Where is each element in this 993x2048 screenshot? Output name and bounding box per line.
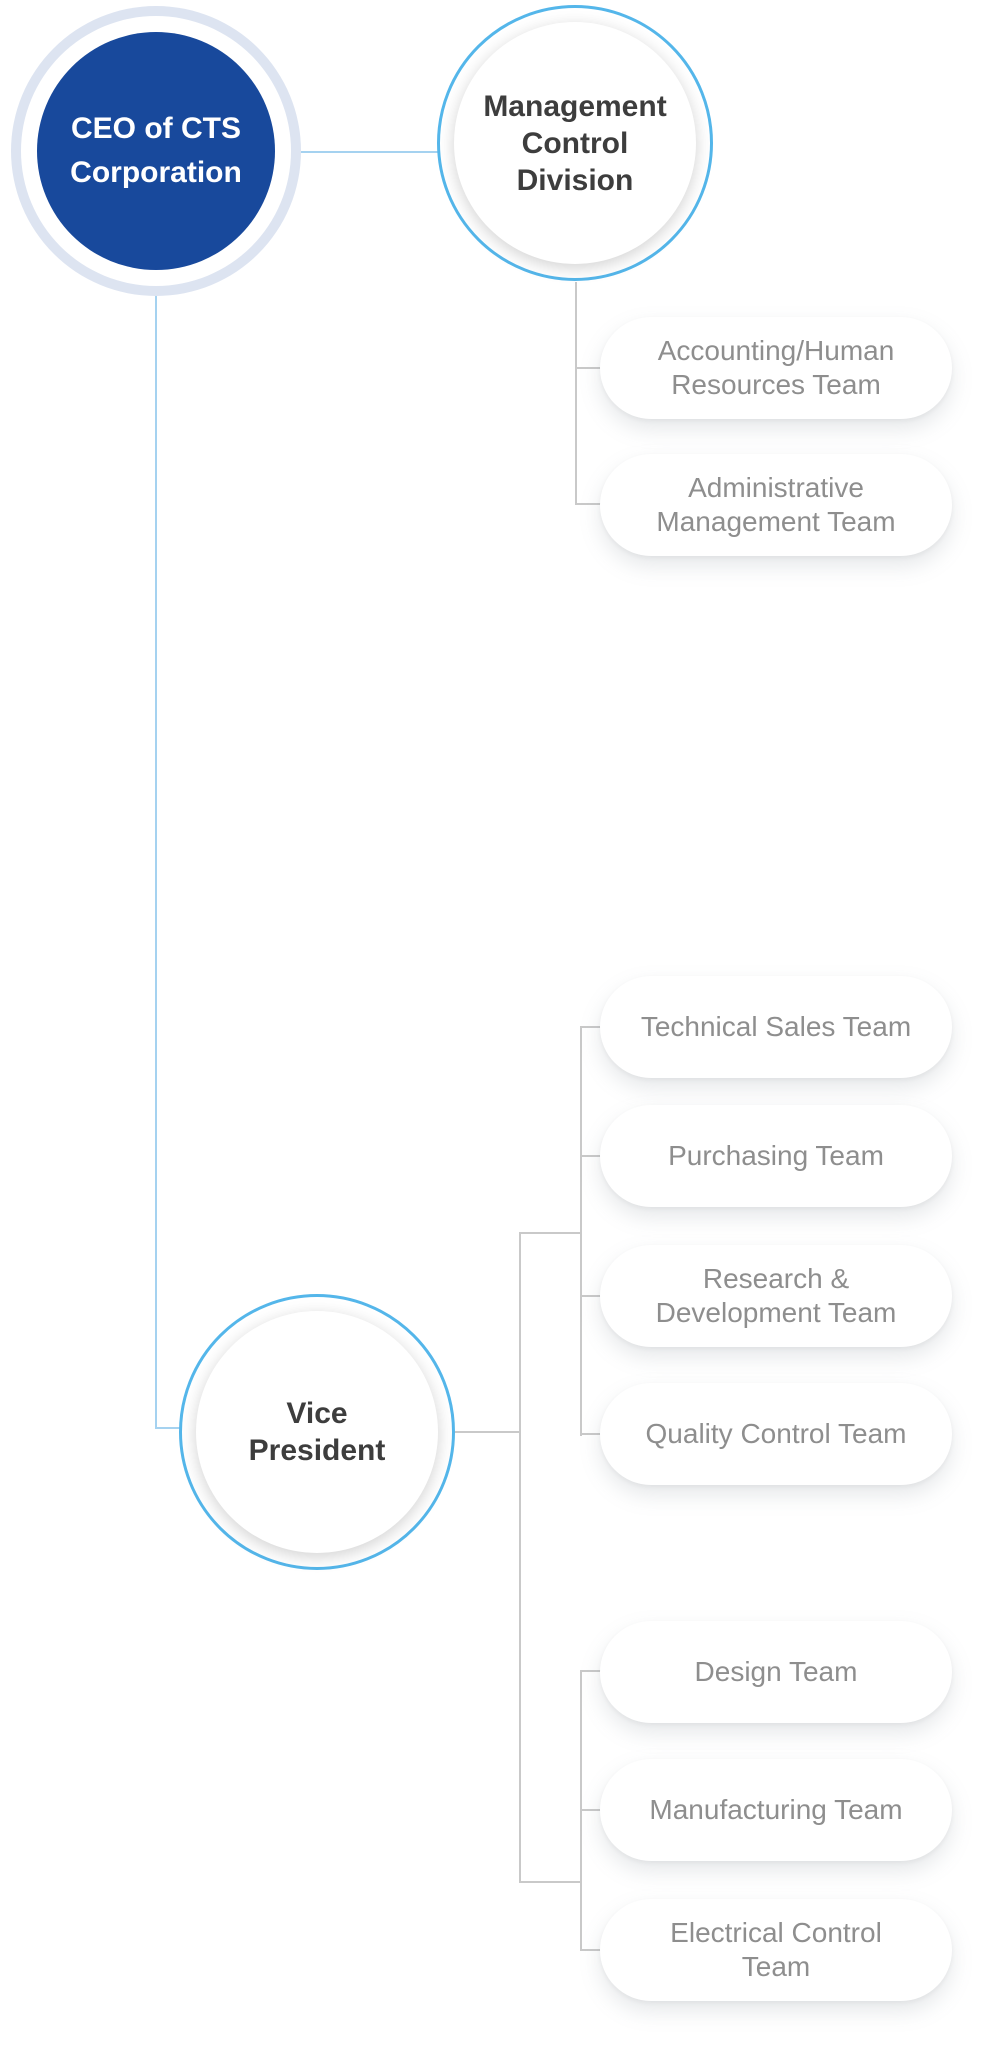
node-research-development-team: Research & Development Team [600, 1245, 952, 1347]
node-vice-president: Vice President [179, 1294, 455, 1570]
connector-ceo-to-management [299, 151, 438, 153]
ceo-label: CEO of CTS Corporation [70, 112, 242, 189]
node-quality-control-team: Quality Control Team [600, 1383, 952, 1485]
vp-label: Vice President [248, 1397, 386, 1467]
node-management-control-division: Management Control Division [437, 5, 713, 281]
connector-junction-upper [519, 1232, 582, 1234]
connector-junction-lower [519, 1881, 582, 1883]
pill-label: Technical Sales Team [640, 1011, 912, 1042]
node-electrical-control-team: Electrical Control Team [600, 1899, 952, 2001]
node-accounting-human-resources-team: Accounting/Human Resources Team [600, 317, 952, 419]
ceo-core: CEO of CTS Corporation [37, 32, 275, 270]
connector-vp-trunk [519, 1232, 521, 1883]
connector-stub-administrative [575, 503, 601, 505]
connector-ceo-down [155, 294, 157, 1429]
vp-circle-inner: Vice President [196, 1311, 438, 1553]
node-purchasing-team: Purchasing Team [600, 1105, 952, 1207]
connector-subvertical-upper [580, 1026, 582, 1436]
pill-label: Design Team [694, 1656, 858, 1687]
pill-label: Administrative Management Team [656, 472, 896, 537]
node-technical-sales-team: Technical Sales Team [600, 976, 952, 1078]
pill-label: Purchasing Team [668, 1140, 884, 1171]
connector-vp-right [455, 1431, 520, 1433]
management-label: Management Control Division [483, 89, 667, 197]
connector-stub-design [580, 1670, 602, 1672]
connector-stub-technical-sales [580, 1026, 602, 1028]
connector-ceo-to-vp [155, 1427, 187, 1429]
connector-stub-manufacturing [580, 1809, 602, 1811]
node-design-team: Design Team [600, 1621, 952, 1723]
management-circle-inner: Management Control Division [454, 22, 696, 264]
connector-stub-accounting [575, 367, 601, 369]
pill-label: Research & Development Team [655, 1263, 897, 1328]
connector-stub-electrical [580, 1949, 602, 1951]
connector-stub-purchasing [580, 1155, 602, 1157]
pill-label: Manufacturing Team [649, 1794, 903, 1825]
connector-stub-research [580, 1295, 602, 1297]
node-ceo: CEO of CTS Corporation [11, 6, 301, 296]
connector-stub-quality [580, 1433, 602, 1435]
node-administrative-management-team: Administrative Management Team [600, 454, 952, 556]
pill-label: Quality Control Team [645, 1418, 907, 1449]
pill-label: Accounting/Human Resources Team [657, 335, 895, 400]
pill-label: Electrical Control Team [670, 1917, 882, 1982]
node-manufacturing-team: Manufacturing Team [600, 1759, 952, 1861]
connector-management-down [575, 282, 577, 504]
